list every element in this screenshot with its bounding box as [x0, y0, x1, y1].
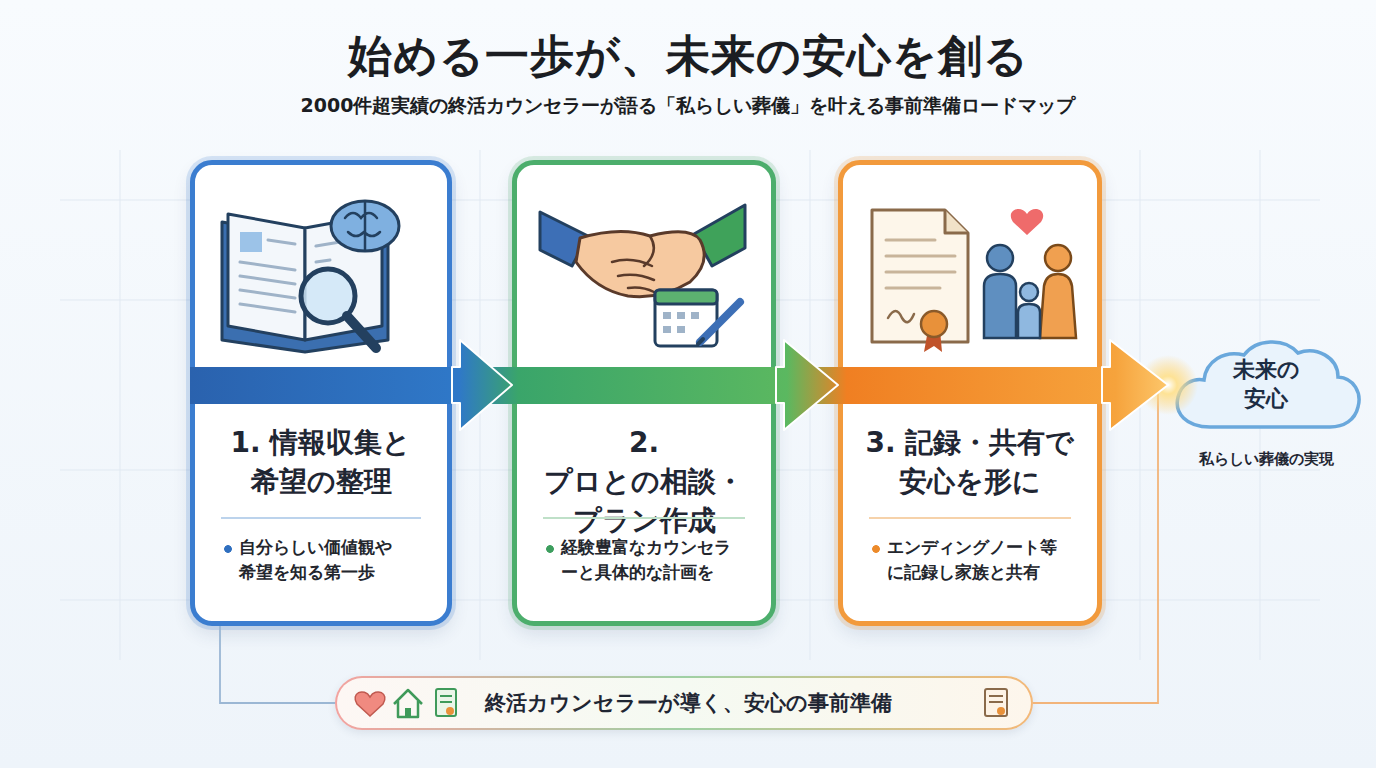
pill-icons-part: [989, 701, 1003, 703]
pill-icons-part: [436, 689, 456, 716]
step-description: エンディングノート等 に記録し家族と共有: [869, 517, 1071, 585]
card1-illustration-part: [305, 214, 382, 340]
grid-lines-part: [120, 150, 121, 660]
card2-illustration-part-part: [677, 312, 685, 319]
pill-icons-part: [989, 695, 1003, 697]
grid-lines: [60, 150, 1320, 660]
card3-illustration-part: [886, 240, 955, 288]
pill-icons: [355, 689, 1007, 717]
card2-illustration-part: [694, 205, 745, 266]
flow-arrow: [776, 340, 838, 430]
card2-illustration-part: [655, 290, 717, 346]
summary-pill: 終活カウンセラーが導く、安心の事前準備: [335, 676, 1033, 730]
card3-illustration-part: [888, 311, 914, 322]
subtitle-label: 2000件超実績の終活カウンセラーが語る「私らしい葬儀」を叶える事前準備ロードマ…: [0, 92, 1376, 118]
card3-illustration-part: [945, 210, 968, 233]
connector-group: [220, 385, 1168, 703]
step-title: 1. 情報収集と 希望の整理: [205, 423, 437, 501]
card2-illustration: [540, 205, 745, 346]
card2-illustration-part-part: [663, 312, 671, 319]
step-description: 自分らしい価値観や 希望を知る第一歩: [221, 517, 421, 585]
flow-arrow: [1102, 340, 1168, 430]
card2-illustration-part: [540, 212, 588, 266]
cloud-path: [1177, 342, 1359, 427]
grid-lines-part: [1140, 150, 1141, 660]
card1-illustration-part: [240, 232, 262, 252]
card1-illustration-part: [228, 214, 305, 340]
connector-path: [220, 626, 335, 703]
pill-icons-part: [394, 690, 422, 717]
diagram-title: 始める一歩が、未来の安心を創る: [0, 28, 1376, 84]
card2-illustration-part: [663, 312, 699, 333]
card3-illustration-part-part: [886, 255, 955, 258]
flow-arrow: [452, 340, 512, 430]
card1-illustration-part: [347, 316, 376, 348]
arrow-band: [190, 367, 1106, 404]
arrow-group: [452, 340, 1168, 430]
card3-illustration-part: [1045, 245, 1071, 271]
card3-illustration-part: [921, 311, 947, 337]
step-card: 3. 記録・共有で 安心を形にエンディングノート等 に記録し家族と共有: [838, 160, 1102, 626]
goal-cloud: 未来の 安心私らしい葬儀の実現: [1168, 335, 1364, 485]
card1-illustration-part-part: [240, 276, 295, 284]
card1-illustration-part-part: [240, 304, 295, 312]
pill-label: 終活カウンセラーが導く、安心の事前準備: [485, 678, 1011, 728]
pill-icons-part: [997, 707, 1005, 715]
connector-path: [1033, 385, 1168, 703]
pill-icons-part: [440, 695, 452, 697]
card3-illustration-part: [872, 210, 968, 342]
card2-illustration-part: [612, 236, 654, 292]
card3-illustration-part: [1040, 274, 1076, 338]
grid-lines-part: [480, 150, 481, 660]
step-card: 1. 情報収集と 希望の整理自分らしい価値観や 希望を知る第一歩: [190, 160, 452, 626]
card3-illustration-part-part: [886, 239, 935, 242]
grid-lines-part: [810, 150, 811, 660]
connector-line: [220, 626, 335, 703]
card2-illustration-part: [576, 231, 704, 296]
card1-illustration-part: [301, 269, 355, 323]
card1-illustration-part-part: [268, 240, 295, 244]
card1-illustration-part-part: [316, 260, 330, 262]
card2-illustration-part: [655, 290, 717, 304]
card3-illustration-part-part: [886, 271, 955, 274]
connector-line: [1033, 385, 1168, 703]
goal-caption: 私らしい葬儀の実現: [1168, 449, 1364, 469]
pill-icons-part: [440, 701, 452, 703]
card3-illustration-part-part: [886, 287, 940, 290]
card3-illustration-part: [1018, 304, 1040, 338]
cloud-outline: [1168, 335, 1364, 435]
pill-icons-part: [355, 692, 385, 716]
step-title: 3. 記録・共有で 安心を形に: [853, 423, 1087, 501]
card2-illustration-part-part: [663, 326, 671, 333]
card1-illustration-part-part: [240, 262, 295, 270]
card1-illustration-part: [222, 222, 388, 352]
card3-illustration-part: [987, 245, 1013, 271]
card3-illustration-part: [1020, 283, 1038, 301]
card1-illustration-part-part: [240, 290, 295, 298]
card2-illustration-part: [698, 339, 703, 344]
card2-illustration-part-part: [691, 312, 699, 319]
card1-illustration-part-part: [316, 242, 340, 246]
pill-icons-part: [405, 708, 411, 717]
card3-illustration-part: [924, 330, 942, 352]
goal-title: 未来の 安心: [1226, 355, 1306, 413]
card1-illustration: [222, 201, 399, 352]
card1-illustration-part: [345, 202, 380, 250]
card3-illustration-part: [984, 274, 1016, 338]
card2-illustration-part-part: [677, 326, 685, 333]
card2-illustration-part: [700, 302, 740, 342]
arrow-glow: [1138, 355, 1198, 415]
pill-icons-part: [985, 689, 1007, 716]
card1-illustration-part: [240, 240, 340, 312]
step-description: 経験豊富なカウンセラ ーと具体的な計画を: [543, 517, 745, 585]
pill-icons-part: [446, 707, 454, 715]
step-card: 2. プロとの相談・ プラン作成経験豊富なカウンセラ ーと具体的な計画を: [512, 160, 776, 626]
card3-illustration-part: [1011, 209, 1043, 235]
card1-illustration-part: [331, 201, 399, 251]
card3-illustration: [872, 209, 1076, 352]
